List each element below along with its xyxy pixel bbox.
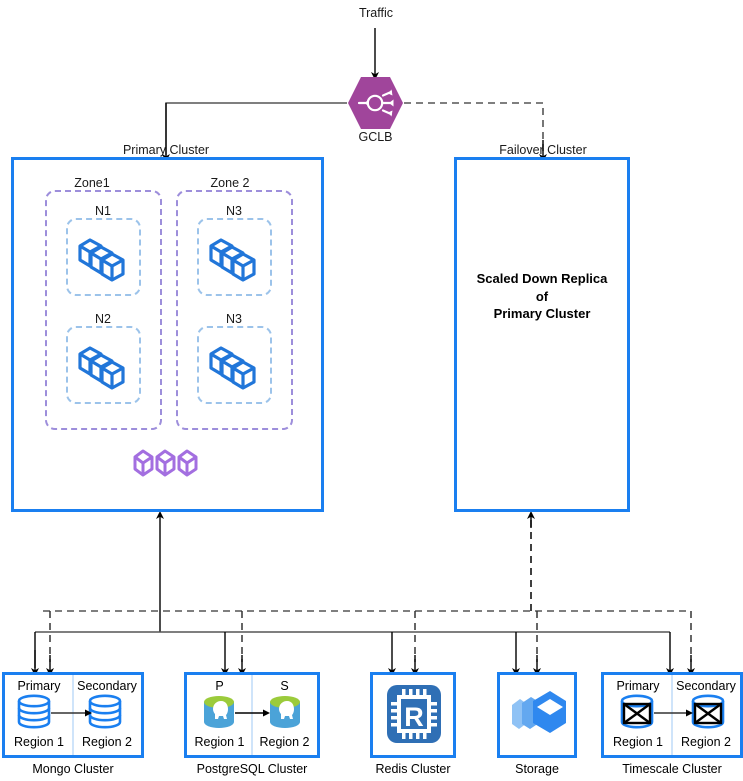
node-n2-box [66,326,141,404]
mongo-primary-title: Primary [17,679,61,693]
failover-line-1: Scaled Down Replica [476,271,608,286]
containers-icon [76,232,132,289]
node-n3-a-label: N3 [226,204,242,218]
primary-cluster-label: Primary Cluster [122,143,210,157]
timescale-cluster-box[interactable]: Primary Secondary Region 1 Region 2 [601,672,743,758]
postgresql-secondary-region: Region 2 [259,735,310,749]
load-balancer-icon [348,77,403,129]
failover-cluster-box[interactable] [454,157,630,512]
timescale-divider [671,675,673,755]
mongo-divider [72,675,74,755]
zone-2-box [176,190,293,430]
mongo-primary-region: Region 1 [13,735,65,749]
traffic-label: Traffic [358,6,394,20]
storage-caption: Storage [515,762,559,776]
zone-1-box [45,190,162,430]
gclb-label: GCLB [358,130,393,144]
containers-icon [207,232,263,289]
postgresql-elephant-icon [204,696,300,728]
timescale-primary-region: Region 1 [612,735,664,749]
storage-bucket-icon [512,691,566,733]
storage-box[interactable] [497,672,577,758]
containers-icon [76,340,132,397]
mongo-secondary-title: Secondary [77,679,137,693]
redis-glyph: R [404,702,424,732]
mongo-secondary-region: Region 2 [81,735,133,749]
redis-cluster-box[interactable]: R [370,672,456,758]
node-n3-b-label: N3 [226,312,242,326]
postgresql-primary-region: Region 1 [194,735,245,749]
pods-icon [132,448,200,483]
failover-line-3: Primary Cluster [493,306,591,322]
node-n2-label: N2 [95,312,111,326]
postgresql-primary-title: P [215,679,224,693]
redis-cluster-caption: Redis Cluster [375,762,451,776]
gclb-node[interactable] [347,76,404,135]
redis-chip-icon: R [387,685,441,743]
postgresql-divider [251,675,253,755]
node-n3-b-box [197,326,272,404]
failover-body-text: Scaled Down Replica of Primary Cluster [454,270,630,323]
node-n3-a-box [197,218,272,296]
zone-1-label: Zone1 [74,176,110,190]
failover-line-2: of [535,288,549,304]
postgresql-secondary-title: S [280,679,289,693]
mongo-cluster-box[interactable]: Primary Secondary Region 1 Region 2 [2,672,144,758]
postgresql-cluster-caption: PostgreSQL Cluster [196,762,308,776]
timescale-primary-title: Primary [616,679,660,693]
timescale-secondary-title: Secondary [676,679,736,693]
mongo-db-icon [17,694,122,729]
timescale-cluster-caption: Timescale Cluster [622,762,722,776]
zone-2-label: Zone 2 [210,176,250,190]
failover-cluster-label: Failover Cluster [499,143,587,157]
mongo-cluster-caption: Mongo Cluster [32,762,114,776]
timescale-secondary-region: Region 2 [680,735,732,749]
node-n1-label: N1 [95,204,111,218]
containers-icon [207,340,263,397]
postgresql-cluster-box[interactable]: P S Region 1 Region 2 [184,672,320,758]
node-n1-box [66,218,141,296]
timescale-db-icon [620,694,725,729]
